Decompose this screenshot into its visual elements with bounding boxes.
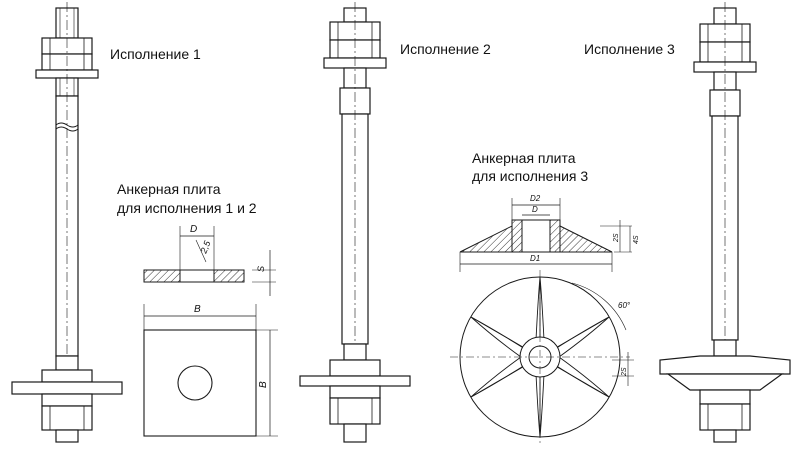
bolt-2-thread-lower — [343, 343, 367, 361]
dim-d-label: D — [190, 224, 197, 235]
plate-3-section — [459, 198, 632, 272]
dim-s-label: S — [256, 266, 266, 272]
dim-b-width-label: B — [194, 304, 201, 315]
plate-12-section-left — [143, 269, 181, 283]
dim-angle-label: 60° — [618, 301, 631, 310]
plate-12-section-right — [213, 269, 245, 283]
plate-3-angle-arc — [571, 282, 627, 331]
bolt-2-washer-bottom — [329, 385, 381, 399]
dim-d2-label: D2 — [530, 194, 541, 203]
bolt-1-thread-end — [55, 429, 79, 443]
bolt-2-thread-end — [343, 423, 367, 443]
bolt-2-anchor-plate — [299, 375, 411, 387]
plate-3-plan — [450, 270, 634, 444]
bolt-1-nut-bottom — [41, 405, 93, 431]
bolt-variant-3 — [659, 2, 791, 443]
bolt-3-anchor-plate-cone — [666, 373, 784, 391]
plate-3-section-right — [559, 225, 613, 253]
bolt-3-anchor-plate — [659, 355, 791, 375]
plate-12-title-line1: Анкерная плита — [117, 181, 221, 197]
dim-chamfer-label: 2,5 — [198, 238, 213, 255]
bolt-2-nut-bottom — [329, 397, 381, 425]
bolt-3-thread-end — [713, 429, 737, 443]
dim-4s-label: 4S — [633, 235, 640, 244]
bolt-variant-2 — [299, 2, 411, 443]
dim-rib-label: 2S — [621, 367, 628, 377]
dim-b-height-label: B — [258, 381, 269, 388]
bolt-1-thread-lower — [55, 355, 79, 371]
plate-12-title-line2: для исполнения 1 и 2 — [117, 200, 257, 216]
bolt-1-washer-bottom — [41, 393, 93, 407]
bolt-3-nut-bottom — [699, 403, 751, 431]
plate-3-section-left — [459, 225, 513, 253]
plate-3-title-line1: Анкерная плита — [472, 150, 576, 166]
bolt-1-anchor-plate — [11, 381, 123, 395]
plate-12-plan — [143, 304, 278, 437]
bolt-2-nut-bottom-upper — [329, 359, 381, 377]
variant-2-title: Исполнение 2 — [400, 41, 491, 57]
dim-d-inner-label: D — [532, 205, 538, 214]
plate-12-hole — [177, 365, 213, 401]
plate-3-title-line2: для исполнения 3 — [472, 168, 589, 184]
dim-d1-label: D1 — [530, 254, 540, 263]
plate-12-section — [143, 226, 276, 296]
variant-3-title: Исполнение 3 — [584, 41, 675, 57]
bolt-3-washer-bottom — [699, 389, 751, 405]
variant-1-title: Исполнение 1 — [110, 46, 201, 62]
dim-2s-label: 2S — [613, 233, 620, 243]
bolt-variant-1 — [11, 2, 123, 443]
bolt-3-thread-lower — [713, 339, 737, 357]
bolt-1-nut-bottom-upper — [41, 369, 93, 383]
